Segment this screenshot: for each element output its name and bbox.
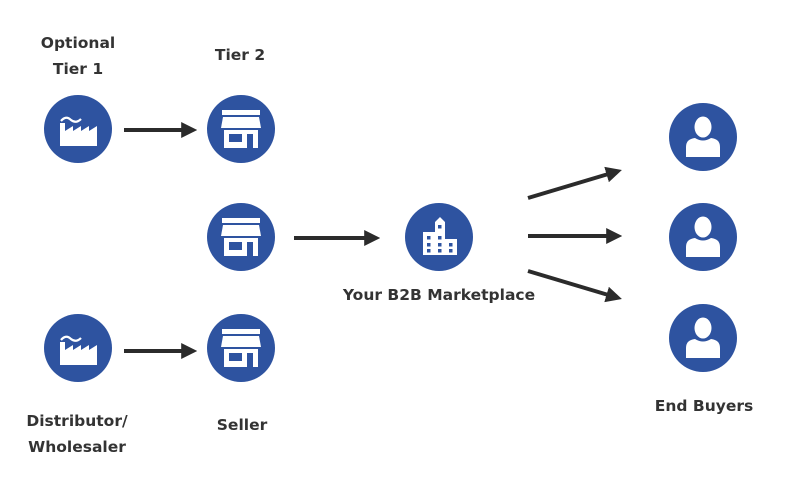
factory-icon bbox=[60, 335, 97, 365]
user-icon bbox=[686, 216, 720, 257]
node-buyer-3 bbox=[669, 304, 737, 372]
store-icon bbox=[221, 110, 261, 148]
node-factory-distributor bbox=[44, 314, 112, 382]
node-store-tier-2 bbox=[207, 95, 275, 163]
store-icon bbox=[221, 218, 261, 256]
store-icon bbox=[221, 329, 261, 367]
arrow-marketplace-to-buyer-3 bbox=[527, 269, 622, 303]
node-factory-tier-1 bbox=[44, 95, 112, 163]
user-icon bbox=[686, 317, 720, 358]
factory-icon bbox=[60, 116, 97, 146]
node-buyer-2 bbox=[669, 203, 737, 271]
arrow-marketplace-to-buyer-1 bbox=[527, 166, 622, 200]
label-optional-tier-1: Optional Tier 1 bbox=[40, 34, 116, 78]
node-store-middle bbox=[207, 203, 275, 271]
label-marketplace: Your B2B Marketplace bbox=[342, 286, 536, 304]
node-store-seller bbox=[207, 314, 275, 382]
label-end-buyers: End Buyers bbox=[654, 397, 754, 415]
label-tier-2: Tier 2 bbox=[214, 46, 266, 64]
node-marketplace bbox=[405, 203, 473, 271]
label-distributor: Distributor/ Wholesaler bbox=[26, 412, 128, 456]
building-icon bbox=[423, 217, 457, 255]
label-seller: Seller bbox=[216, 416, 268, 434]
node-buyer-1 bbox=[669, 103, 737, 171]
user-icon bbox=[686, 116, 720, 157]
